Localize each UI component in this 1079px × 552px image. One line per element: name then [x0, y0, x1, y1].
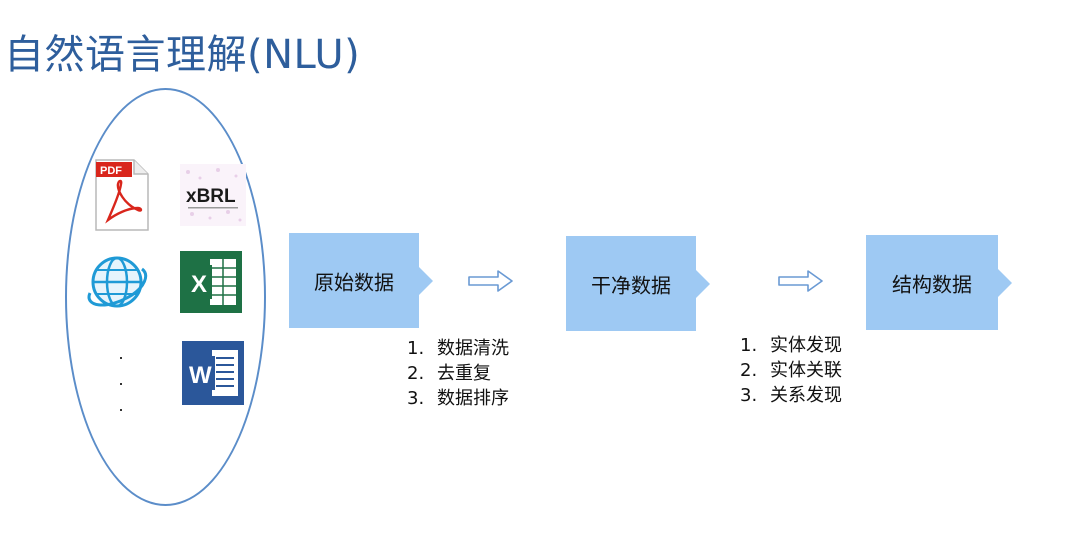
data-sources-ellipse — [65, 88, 266, 506]
word-letter: W — [189, 362, 212, 389]
excel-letter: X — [191, 271, 207, 298]
list-item: 2.实体关联 — [740, 360, 842, 381]
pdf-badge-text: PDF — [100, 165, 122, 177]
list-item: 1.数据清洗 — [407, 338, 509, 359]
stage-structured-data-label: 结构数据 — [892, 272, 972, 296]
stage-structured-data: 结构数据 — [866, 235, 998, 330]
globe-icon — [87, 256, 148, 308]
list-item: 1.实体发现 — [740, 335, 842, 356]
cleaning-steps-list: 1.数据清洗 2.去重复 3.数据排序 — [407, 336, 509, 411]
list-item: 2.去重复 — [407, 363, 491, 384]
list-item: 3.关系发现 — [740, 385, 842, 406]
page-title: 自然语言理解(NLU) — [4, 32, 361, 78]
stage-raw-data: 原始数据 — [289, 233, 419, 328]
ellipsis-dot — [120, 383, 122, 385]
list-item: 3.数据排序 — [407, 388, 509, 409]
word-icon: W — [182, 341, 244, 405]
stage-clean-data: 干净数据 — [566, 236, 696, 331]
xbrl-logo-text: xBRL — [186, 186, 236, 207]
stage-clean-data-label: 干净数据 — [591, 273, 671, 297]
flow-arrow-icon — [468, 270, 513, 292]
ellipsis-dot — [120, 409, 122, 411]
xbrl-logo-icon: xBRL — [180, 164, 246, 226]
stage-raw-data-label: 原始数据 — [314, 270, 394, 294]
structuring-steps-list: 1.实体发现 2.实体关联 3.关系发现 — [740, 333, 842, 408]
excel-icon: X — [180, 251, 242, 313]
flow-arrow-icon — [778, 270, 823, 292]
pdf-file-icon: PDF — [95, 159, 149, 231]
ellipsis-dot — [120, 357, 122, 359]
